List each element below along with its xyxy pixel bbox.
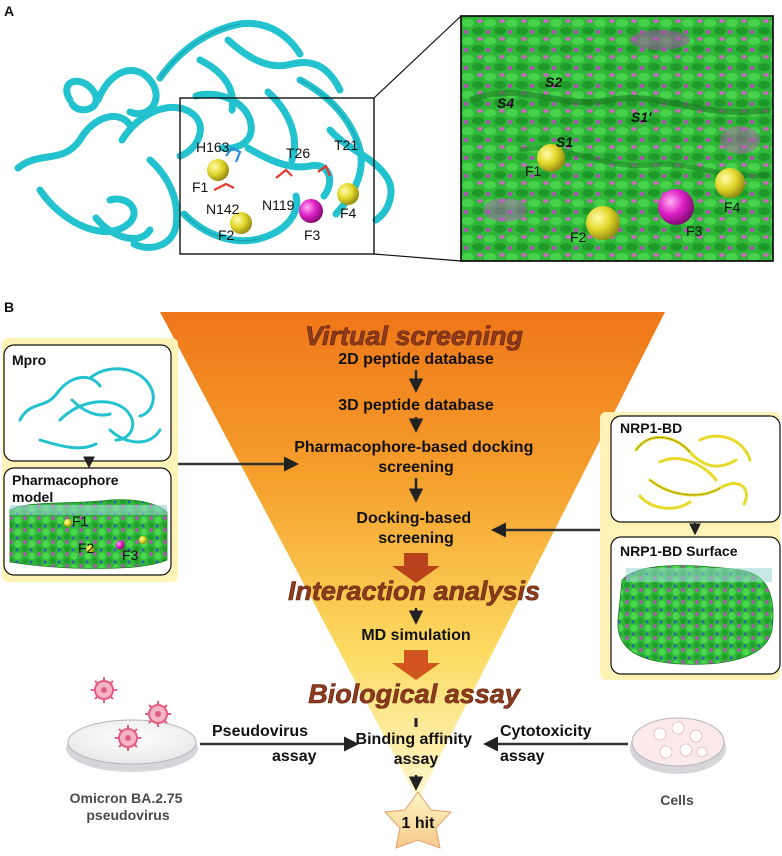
residue-label: F1 <box>192 179 209 195</box>
stage-arrow <box>392 650 440 680</box>
residue-label: N119 <box>262 197 295 213</box>
right-target-box <box>600 412 781 680</box>
residue-label: N142 <box>206 201 240 217</box>
cells-dish <box>630 717 726 774</box>
binding-affinity-assay: Binding affinity assay <box>356 731 477 768</box>
residue-label: H163 <box>196 139 230 155</box>
pharmacophore-mini-label: F3 <box>122 547 139 563</box>
step-2d-database: 2D peptide database <box>338 351 494 368</box>
panel-b-label: B <box>4 299 14 315</box>
pharmacophore-title-word2: model <box>12 489 53 505</box>
pharmacophore-mini-label: F1 <box>72 513 89 529</box>
residue-label: F3 <box>304 227 321 243</box>
step-md-simulation: MD simulation <box>361 627 470 644</box>
stage-arrow <box>392 553 440 583</box>
sphere-f2 <box>230 212 252 234</box>
pseudovirus-caption: Omicron BA.2.75 pseudovirus <box>70 790 187 823</box>
mpro-ribbon <box>14 19 395 251</box>
zoom-box <box>179 97 375 255</box>
left-target-box <box>2 338 178 582</box>
residue-label: T26 <box>286 145 310 161</box>
residue-label: F4 <box>340 205 357 221</box>
cytotoxicity-assay-label: Cytotoxicity assay <box>500 723 596 765</box>
cells-caption: Cells <box>660 792 694 808</box>
mpro-title: Mpro <box>12 352 46 368</box>
pharmacophore-title-word1: Pharmacophore <box>12 472 119 488</box>
step-pharmacophore-docking: Pharmacophore-based docking screening <box>294 439 538 476</box>
inset-feature-label: F4 <box>724 199 741 215</box>
step-3d-database: 3D peptide database <box>338 397 494 414</box>
inset-surface <box>460 15 774 262</box>
sphere-f1 <box>207 159 229 181</box>
nrp1-title: NRP1-BD <box>620 420 682 436</box>
pseudovirus-assay-label: Pseudovirus assay <box>212 723 317 765</box>
nrp1-surface-title: NRP1-BD Surface <box>620 543 738 559</box>
site-label: S2 <box>545 74 562 90</box>
stage-biological-assay: Biological assay <box>308 679 522 709</box>
site-label: S4 <box>497 95 514 111</box>
residue-label: F2 <box>218 227 235 243</box>
step-docking-screening: Docking-based screening <box>356 510 475 547</box>
inset-feature-label: F3 <box>686 223 703 239</box>
panel-a-label: A <box>4 3 14 19</box>
pharmacophore-title: Pharmacophore model <box>12 472 122 505</box>
pharmacophore-mini-label: F2 <box>78 540 95 556</box>
virus-particles <box>91 677 171 751</box>
result-hit: 1 hit <box>402 815 436 832</box>
site-label: S1 <box>556 134 573 150</box>
inset-feature-label: F1 <box>525 163 542 179</box>
sphere-f4 <box>337 183 359 205</box>
sphere-f3 <box>299 199 323 223</box>
result-star <box>383 791 453 849</box>
site-label: S1' <box>631 109 652 125</box>
stage-virtual-screening: Virtual screening <box>305 321 524 351</box>
inset-feature-label: F2 <box>570 229 587 245</box>
residue-label: T21 <box>334 137 358 153</box>
